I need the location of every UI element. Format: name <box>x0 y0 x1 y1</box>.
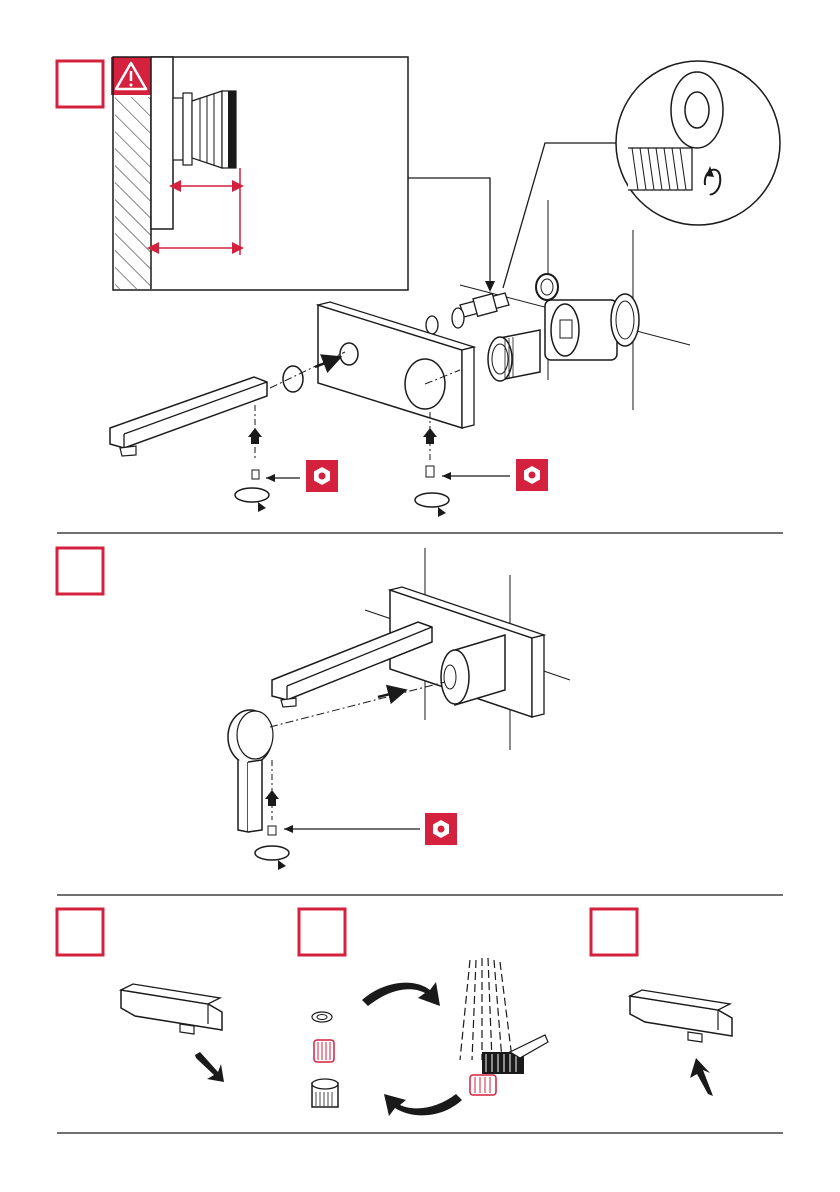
section-handle-assembly <box>57 548 570 870</box>
threaded-sleeve <box>488 330 540 381</box>
hex-key-icon <box>306 460 338 492</box>
valve-body <box>536 274 639 360</box>
rotate-arrow-icon <box>235 488 269 512</box>
arrow-down-icon <box>195 1052 224 1082</box>
spout <box>110 352 345 456</box>
step-box-5 <box>591 909 637 955</box>
cartridge <box>426 293 509 334</box>
step-box-4 <box>299 909 345 955</box>
hex-key-icon <box>425 813 457 845</box>
thread-tape-icon <box>503 61 780 288</box>
cycle-arrow-top-icon <box>362 982 440 1006</box>
handle-lever <box>228 682 445 832</box>
rotate-arrow-icon <box>415 493 449 517</box>
section-maintenance-steps <box>57 909 732 1116</box>
maintenance-step-refit <box>591 909 732 1096</box>
spout-grub-screw <box>248 405 300 482</box>
maintenance-step-clean <box>299 909 548 1116</box>
maintenance-step-remove <box>57 909 224 1082</box>
step-box-1 <box>57 61 103 107</box>
hex-key-icon <box>516 459 548 491</box>
water-spray <box>460 958 512 1060</box>
warning-triangle-icon <box>111 57 151 95</box>
arrow-up-icon <box>690 1058 713 1096</box>
handle-grub-screw <box>265 760 420 835</box>
step-box-2 <box>57 548 103 594</box>
cycle-arrow-bottom-icon <box>384 1094 462 1116</box>
brush-icon <box>482 1035 548 1074</box>
aerator-insert <box>470 1075 496 1095</box>
cover-plate <box>318 302 474 428</box>
section-wall-mount-assembly <box>57 57 780 517</box>
aerator-housing <box>312 1079 338 1107</box>
rotate-arrow-icon <box>255 846 289 870</box>
step-box-3 <box>57 909 103 955</box>
aerator-insert <box>314 1040 334 1062</box>
depth-detail-inset <box>113 57 495 292</box>
